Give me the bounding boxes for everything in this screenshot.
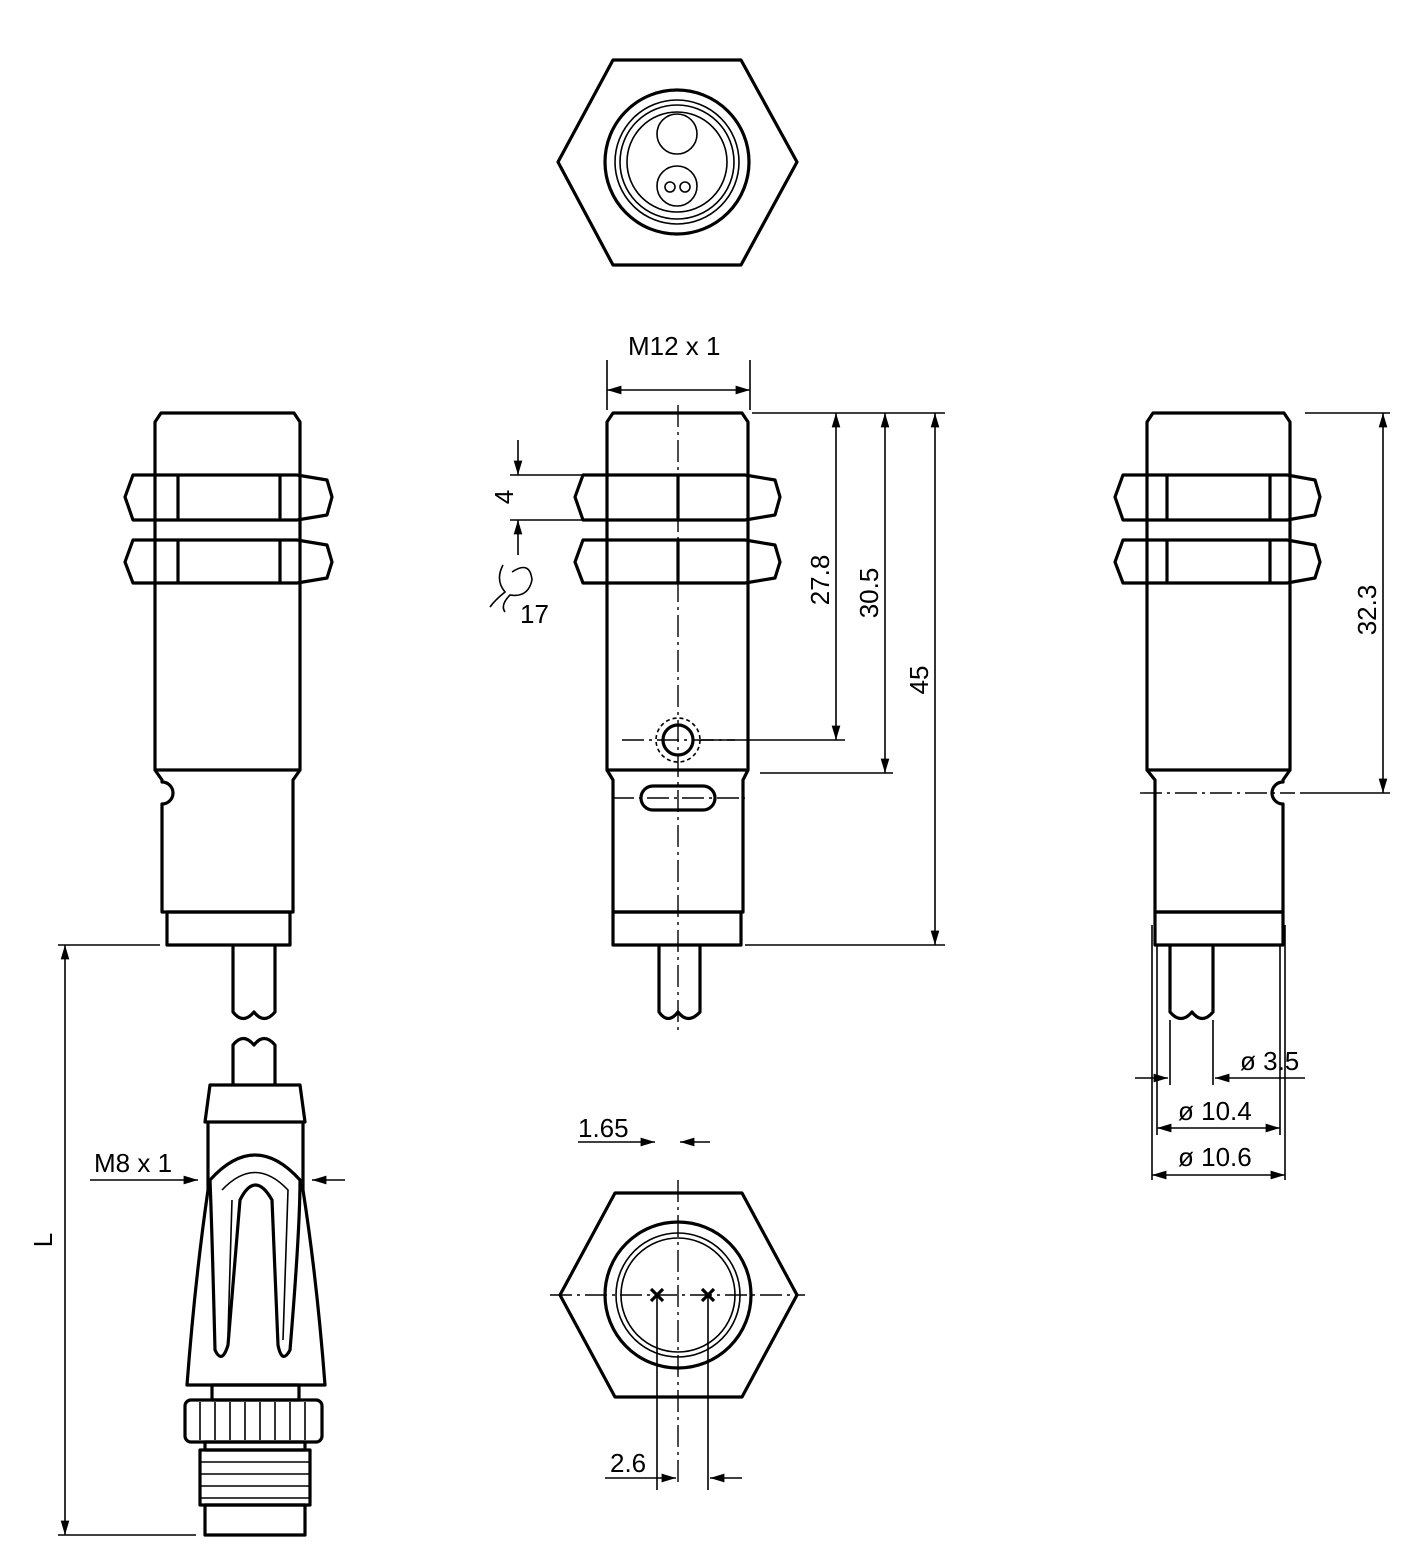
body-length-label: 30.5: [854, 568, 884, 619]
lens-offset-1-label: 1.65: [578, 1113, 629, 1143]
connector-thread-label: M8 x 1: [94, 1148, 172, 1178]
cable-dia-label: ø 3.5: [1240, 1046, 1299, 1076]
front-view-lens: 1.65 2.6: [550, 1113, 805, 1490]
led-distance-label: 27.8: [805, 555, 835, 606]
thread-label: M12 x 1: [628, 331, 721, 361]
total-length-label: 45: [904, 666, 934, 695]
nut-thickness-label: 4: [489, 490, 519, 504]
side-view-connector: L M8 x 1: [28, 411, 345, 1537]
cap-dia-1-label: ø 10.4: [1178, 1096, 1252, 1126]
wrench-size-label: 17: [520, 599, 549, 629]
dimensions-front: M12 x 1 4 17 27.8 30.5 45: [489, 331, 945, 946]
top-view: [556, 58, 799, 267]
notch-distance-label: 32.3: [1352, 585, 1382, 636]
lens-offset-2-label: 2.6: [610, 1448, 646, 1478]
cap-dia-2-label: ø 10.6: [1178, 1142, 1252, 1172]
side-view-front: [573, 405, 782, 1030]
wrench-icon: [489, 564, 533, 613]
cable-length-label: L: [28, 1233, 58, 1247]
side-view-cable: 32.3 ø 3.5 ø 10.4 ø 10.6: [1113, 411, 1390, 1180]
